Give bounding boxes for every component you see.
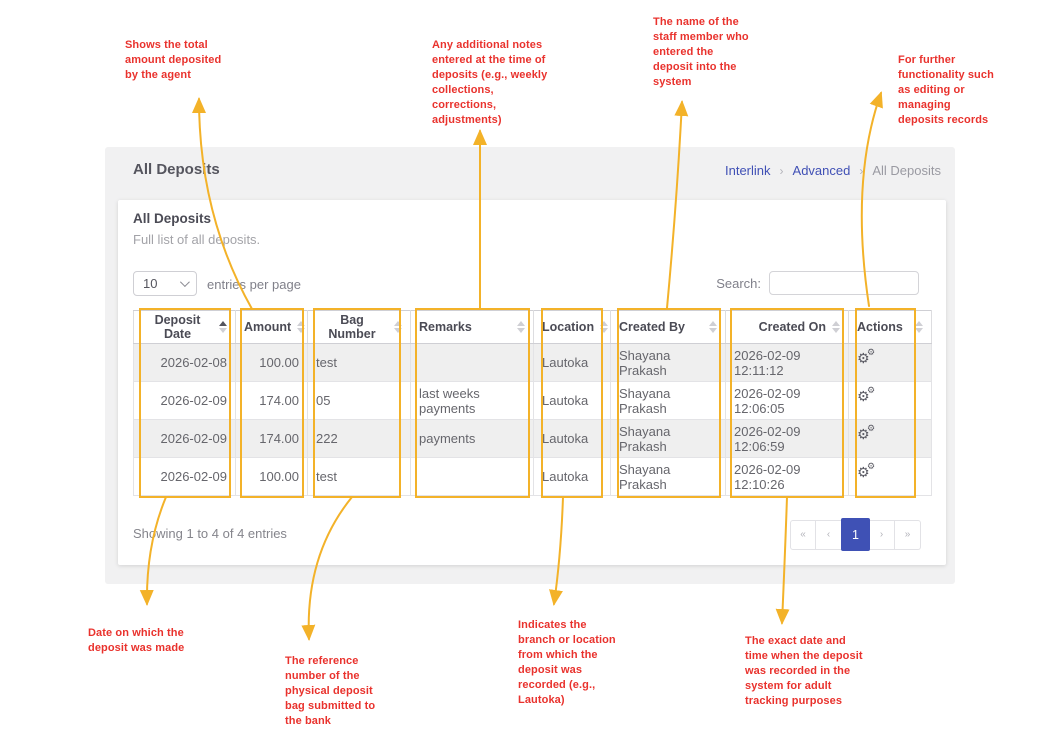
cogs-icon[interactable]: ⚙⚙ xyxy=(857,424,876,443)
cell-remarks: last weeks payments xyxy=(410,381,534,420)
search-input[interactable] xyxy=(769,271,919,295)
cell-created-by: Shayana Prakash xyxy=(610,343,726,382)
column-header-location[interactable]: Location xyxy=(533,310,611,344)
all-deposits-panel: All Deposits Interlink › Advanced › All … xyxy=(105,147,955,584)
showing-entries-text: Showing 1 to 4 of 4 entries xyxy=(133,526,287,541)
card-title: All Deposits xyxy=(133,211,212,226)
cogs-icon[interactable]: ⚙⚙ xyxy=(857,348,876,367)
cell-location: Lautoka xyxy=(533,419,611,458)
next-page-button[interactable]: › xyxy=(869,519,895,550)
cell-location: Lautoka xyxy=(533,343,611,382)
annotation-actions: For further functionality such as editin… xyxy=(898,54,994,126)
breadcrumb-separator-icon: › xyxy=(779,163,784,178)
cell-bag-number: test xyxy=(307,457,411,496)
column-header-bag-number[interactable]: Bag Number xyxy=(307,310,411,344)
cell-location: Lautoka xyxy=(533,381,611,420)
cell-deposit-date: 2026-02-09 xyxy=(133,381,236,420)
cell-created-on: 2026-02-09 12:10:26 xyxy=(725,457,849,496)
cogs-icon[interactable]: ⚙⚙ xyxy=(857,386,876,405)
prev-page-button[interactable]: ‹ xyxy=(816,519,842,550)
cell-actions: ⚙⚙ xyxy=(848,457,932,496)
cell-created-on: 2026-02-09 12:06:05 xyxy=(725,381,849,420)
annotation-location: Indicates the branch or location from wh… xyxy=(518,619,616,706)
column-header-remarks[interactable]: Remarks xyxy=(410,310,534,344)
cell-amount: 174.00 xyxy=(235,381,308,420)
column-header-amount[interactable]: Amount xyxy=(235,310,308,344)
cogs-icon[interactable]: ⚙⚙ xyxy=(857,462,876,481)
annotation-created-by: The name of the staff member who entered… xyxy=(653,16,749,88)
column-header-created-by[interactable]: Created By xyxy=(610,310,726,344)
page-size-select[interactable]: 10 xyxy=(133,271,197,296)
column-header-deposit-date[interactable]: Deposit Date xyxy=(133,310,236,344)
column-header-actions[interactable]: Actions xyxy=(848,310,932,344)
cell-deposit-date: 2026-02-09 xyxy=(133,457,236,496)
sort-icon xyxy=(832,321,840,333)
page-button-1[interactable]: 1 xyxy=(841,518,870,551)
last-page-button[interactable]: » xyxy=(895,519,921,550)
cell-bag-number: 222 xyxy=(307,419,411,458)
cell-deposit-date: 2026-02-09 xyxy=(133,419,236,458)
table-controls: 10 entries per page Search: xyxy=(133,271,931,297)
chevron-down-icon xyxy=(179,277,190,288)
first-page-button[interactable]: « xyxy=(790,519,816,550)
entries-per-page-label: entries per page xyxy=(207,277,301,292)
cell-created-on: 2026-02-09 12:11:12 xyxy=(725,343,849,382)
cell-amount: 100.00 xyxy=(235,343,308,382)
breadcrumb-current: All Deposits xyxy=(872,163,941,178)
search-label: Search: xyxy=(716,275,761,291)
sort-icon xyxy=(600,321,609,333)
card-subtitle: Full list of all deposits. xyxy=(133,232,261,247)
column-header-created-on[interactable]: Created On xyxy=(725,310,849,344)
cell-remarks xyxy=(410,343,534,382)
cell-created-by: Shayana Prakash xyxy=(610,419,726,458)
cell-bag-number: test xyxy=(307,343,411,382)
cell-remarks: payments xyxy=(410,419,534,458)
breadcrumb-separator-icon: › xyxy=(859,163,864,178)
sort-icon xyxy=(219,321,227,333)
sort-icon xyxy=(709,321,717,333)
cell-amount: 100.00 xyxy=(235,457,308,496)
cell-remarks xyxy=(410,457,534,496)
cell-deposit-date: 2026-02-08 xyxy=(133,343,236,382)
annotation-bag-number: The reference number of the physical dep… xyxy=(285,655,376,727)
sort-icon xyxy=(297,321,306,333)
cell-created-by: Shayana Prakash xyxy=(610,381,726,420)
annotation-deposit-date: Date on which the deposit was made xyxy=(88,627,185,654)
cell-bag-number: 05 xyxy=(307,381,411,420)
breadcrumb-interlink[interactable]: Interlink xyxy=(725,163,771,178)
breadcrumb-advanced[interactable]: Advanced xyxy=(792,163,851,178)
cell-amount: 174.00 xyxy=(235,419,308,458)
page-size-value: 10 xyxy=(143,276,158,291)
cell-created-by: Shayana Prakash xyxy=(610,457,726,496)
pagination: «‹1›» xyxy=(790,518,921,551)
sort-icon xyxy=(394,321,402,333)
cell-actions: ⚙⚙ xyxy=(848,419,932,458)
sort-icon xyxy=(517,321,525,333)
panel-header: All Deposits Interlink › Advanced › All … xyxy=(105,147,955,195)
breadcrumb: Interlink › Advanced › All Deposits xyxy=(725,163,941,178)
cell-actions: ⚙⚙ xyxy=(848,343,932,382)
cell-location: Lautoka xyxy=(533,457,611,496)
deposits-card: All Deposits Full list of all deposits. … xyxy=(118,200,946,565)
sort-icon xyxy=(915,321,923,333)
annotation-remarks: Any additional notes entered at the time… xyxy=(432,39,548,126)
annotation-created-on: The exact date and time when the deposit… xyxy=(745,635,863,707)
cell-created-on: 2026-02-09 12:06:59 xyxy=(725,419,849,458)
annotation-amount: Shows the total amount deposited by the … xyxy=(125,39,222,81)
page-title: All Deposits xyxy=(133,161,220,178)
deposits-table: Deposit Date Amount Bag Number Remarks L… xyxy=(133,310,932,496)
cell-actions: ⚙⚙ xyxy=(848,381,932,420)
